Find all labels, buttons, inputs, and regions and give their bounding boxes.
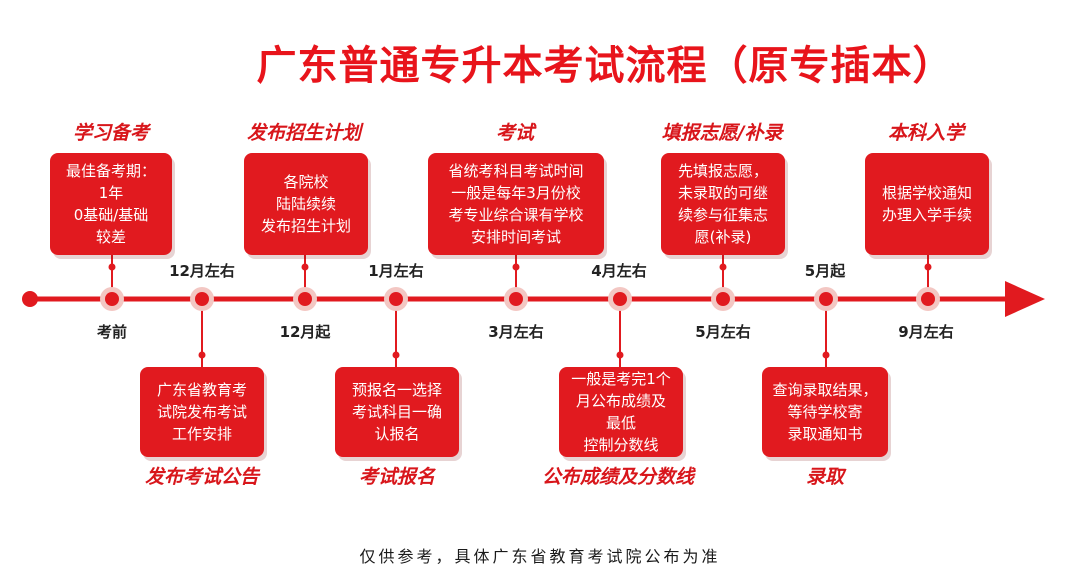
node-dot-apply [716, 292, 730, 306]
connector-dot-apply [719, 263, 727, 271]
node-dot-admit [819, 292, 833, 306]
time-label-prep: 考前 [96, 323, 127, 341]
connector-dot-prep [108, 263, 116, 271]
node-dot-enroll [921, 292, 935, 306]
connector-dot-plan [301, 263, 309, 271]
stage-label-results: 公布成绩及分数线 [541, 466, 694, 488]
card-plan: 各院校 陆陆续续 发布招生计划 [244, 153, 368, 255]
time-label-register: 1月左右 [368, 262, 424, 280]
time-label-plan: 12月起 [279, 323, 331, 341]
timeline-start-dot [22, 291, 38, 307]
card-text-announce: 广东省教育考 试院发布考试 工作安排 [156, 381, 247, 443]
connector-dot-admit [822, 351, 830, 359]
card-text-prep: 最佳备考期： 1年 0基础/基础 较差 [65, 162, 156, 246]
stage-label-plan: 发布招生计划 [246, 122, 361, 144]
connector-dot-announce [198, 351, 206, 359]
card-admit: 查询录取结果， 等待学校寄 录取通知书 [762, 367, 888, 457]
node-dot-register [389, 292, 403, 306]
card-text-admit: 查询录取结果， 等待学校寄 录取通知书 [772, 381, 878, 443]
card-exam: 省统考科目考试时间 一般是每年3月份校 考专业综合课有学校 安排时间考试 [428, 153, 604, 255]
card-text-register: 预报名一选择 考试科目一确 认报名 [351, 381, 442, 443]
connector-dot-register [392, 351, 400, 359]
card-text-exam: 省统考科目考试时间 一般是每年3月份校 考专业综合课有学校 安排时间考试 [448, 162, 584, 246]
time-label-apply: 5月左右 [695, 323, 751, 341]
timeline-arrow-icon [1005, 281, 1045, 317]
card-results: 一般是考完1个 月公布成绩及 最低 控制分数线 [559, 367, 683, 457]
stage-label-prep: 学习备考 [72, 122, 149, 144]
connector-dot-results [616, 351, 624, 359]
card-register: 预报名一选择 考试科目一确 认报名 [335, 367, 459, 457]
node-dot-announce [195, 292, 209, 306]
card-prep: 最佳备考期： 1年 0基础/基础 较差 [50, 153, 172, 255]
card-text-apply: 先填报志愿， 未录取的可继 续参与征集志 愿(补录) [677, 162, 768, 246]
node-dot-results [613, 292, 627, 306]
stage-label-apply: 填报志愿/补录 [661, 122, 783, 144]
time-label-admit: 5月起 [804, 262, 846, 280]
card-text-results: 一般是考完1个 月公布成绩及 最低 控制分数线 [571, 370, 671, 454]
card-announce: 广东省教育考 试院发布考试 工作安排 [140, 367, 264, 457]
stage-label-admit: 录取 [805, 466, 844, 488]
footer-note: 仅供参考，具体广东省教育考试院公布为准 [359, 547, 721, 566]
card-text-enroll: 根据学校通知 办理入学手续 [881, 184, 972, 224]
card-apply: 先填报志愿， 未录取的可继 续参与征集志 愿(补录) [661, 153, 785, 255]
time-label-announce: 12月左右 [169, 262, 235, 280]
node-dot-exam [509, 292, 523, 306]
node-dot-prep [105, 292, 119, 306]
stage-label-register: 考试报名 [358, 466, 435, 488]
card-text-plan: 各院校 陆陆续续 发布招生计划 [260, 173, 351, 235]
page-title: 广东普通专升本考试流程（原专插本） [256, 43, 954, 89]
stage-label-announce: 发布考试公告 [144, 466, 259, 488]
stage-label-enroll: 本科入学 [887, 122, 964, 144]
node-dot-plan [298, 292, 312, 306]
stage-label-exam: 考试 [495, 122, 534, 144]
connector-dot-exam [512, 263, 520, 271]
card-enroll: 根据学校通知 办理入学手续 [865, 153, 989, 255]
time-label-enroll: 9月左右 [898, 323, 954, 341]
time-label-exam: 3月左右 [488, 323, 544, 341]
connector-dot-enroll [924, 263, 932, 271]
time-label-results: 4月左右 [591, 262, 647, 280]
